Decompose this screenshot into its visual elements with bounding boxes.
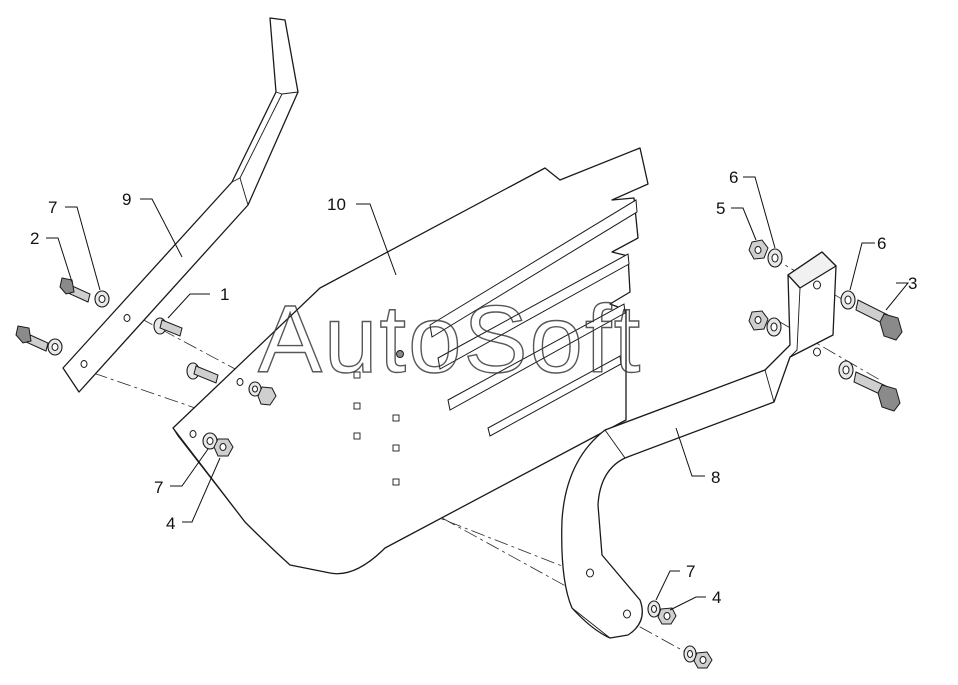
bolt-right-lower xyxy=(853,371,901,412)
plate-logo-mark xyxy=(396,350,404,358)
callout-5: 5 xyxy=(716,199,725,218)
callout-7-lower-left: 7 xyxy=(154,478,163,497)
washer-part-7-lower-left xyxy=(202,432,218,450)
washer-left-lower xyxy=(47,338,63,356)
nut-right-middle xyxy=(748,310,769,331)
bracket-8-hole-middle xyxy=(813,347,821,357)
leader-lines xyxy=(46,176,910,611)
plate-square-hole xyxy=(392,414,400,422)
callout-4-left: 4 xyxy=(166,514,175,533)
plate-square-hole xyxy=(353,371,361,379)
plate-hole xyxy=(236,378,244,386)
plate-hole xyxy=(189,430,197,438)
watermark: AutoSoft xyxy=(258,286,642,393)
nut-and-washer-upper xyxy=(248,381,277,406)
washer-part-7-left xyxy=(94,290,110,308)
plate-slot-3 xyxy=(447,303,626,411)
plate-square-hole xyxy=(392,444,400,452)
bolt-left-middle xyxy=(186,362,219,384)
bracket-8-hole-upper xyxy=(813,280,821,290)
plate-slot-2 xyxy=(437,253,630,370)
callout-2: 2 xyxy=(30,229,39,248)
bolt-part-1 xyxy=(153,317,183,337)
callout-10: 10 xyxy=(327,195,346,214)
plate-slot-1 xyxy=(429,199,638,338)
callout-7-upper-left: 7 xyxy=(48,198,57,217)
nut-part-4-lower-left xyxy=(213,438,234,457)
bracket-9-hole-lower xyxy=(80,360,88,368)
washer-part-6-right xyxy=(840,290,856,310)
nut-right-bottom xyxy=(693,651,713,669)
bracket-8-hole-foot-lower xyxy=(623,609,631,619)
callout-3: 3 xyxy=(908,274,917,293)
slotted-plate-part-10 xyxy=(172,147,649,575)
plate-square-hole xyxy=(353,432,361,440)
callout-6-upper: 6 xyxy=(729,168,738,187)
nut-part-4-right xyxy=(657,607,677,625)
bracket-8-hole-foot-upper xyxy=(586,568,594,578)
callout-4-right: 4 xyxy=(712,588,721,607)
washer-part-6-upper xyxy=(767,248,783,268)
callout-8: 8 xyxy=(711,468,720,487)
washer-part-7-right xyxy=(647,600,661,618)
plate-square-hole xyxy=(392,478,400,486)
plate-square-hole xyxy=(353,402,361,410)
washer-right-lower xyxy=(838,360,854,380)
bolt-part-3 xyxy=(855,299,903,341)
bolt-left-lower xyxy=(15,325,49,352)
bracket-part-9 xyxy=(62,17,299,393)
plate-slot-4 xyxy=(487,355,622,437)
washer-right-middle xyxy=(766,317,782,337)
callout-7-right: 7 xyxy=(686,562,695,581)
bolt-part-2 xyxy=(59,277,91,303)
bracket-9-hole-upper xyxy=(123,314,131,322)
washer-right-bottom xyxy=(683,645,697,663)
bracket-part-8 xyxy=(561,251,837,639)
callout-labels: 1 2 3 4 4 5 6 6 7 7 7 8 9 10 xyxy=(30,168,917,607)
callout-6-right: 6 xyxy=(877,234,886,253)
nut-part-5 xyxy=(748,239,769,260)
callout-1: 1 xyxy=(220,285,229,304)
callout-9: 9 xyxy=(122,190,131,209)
